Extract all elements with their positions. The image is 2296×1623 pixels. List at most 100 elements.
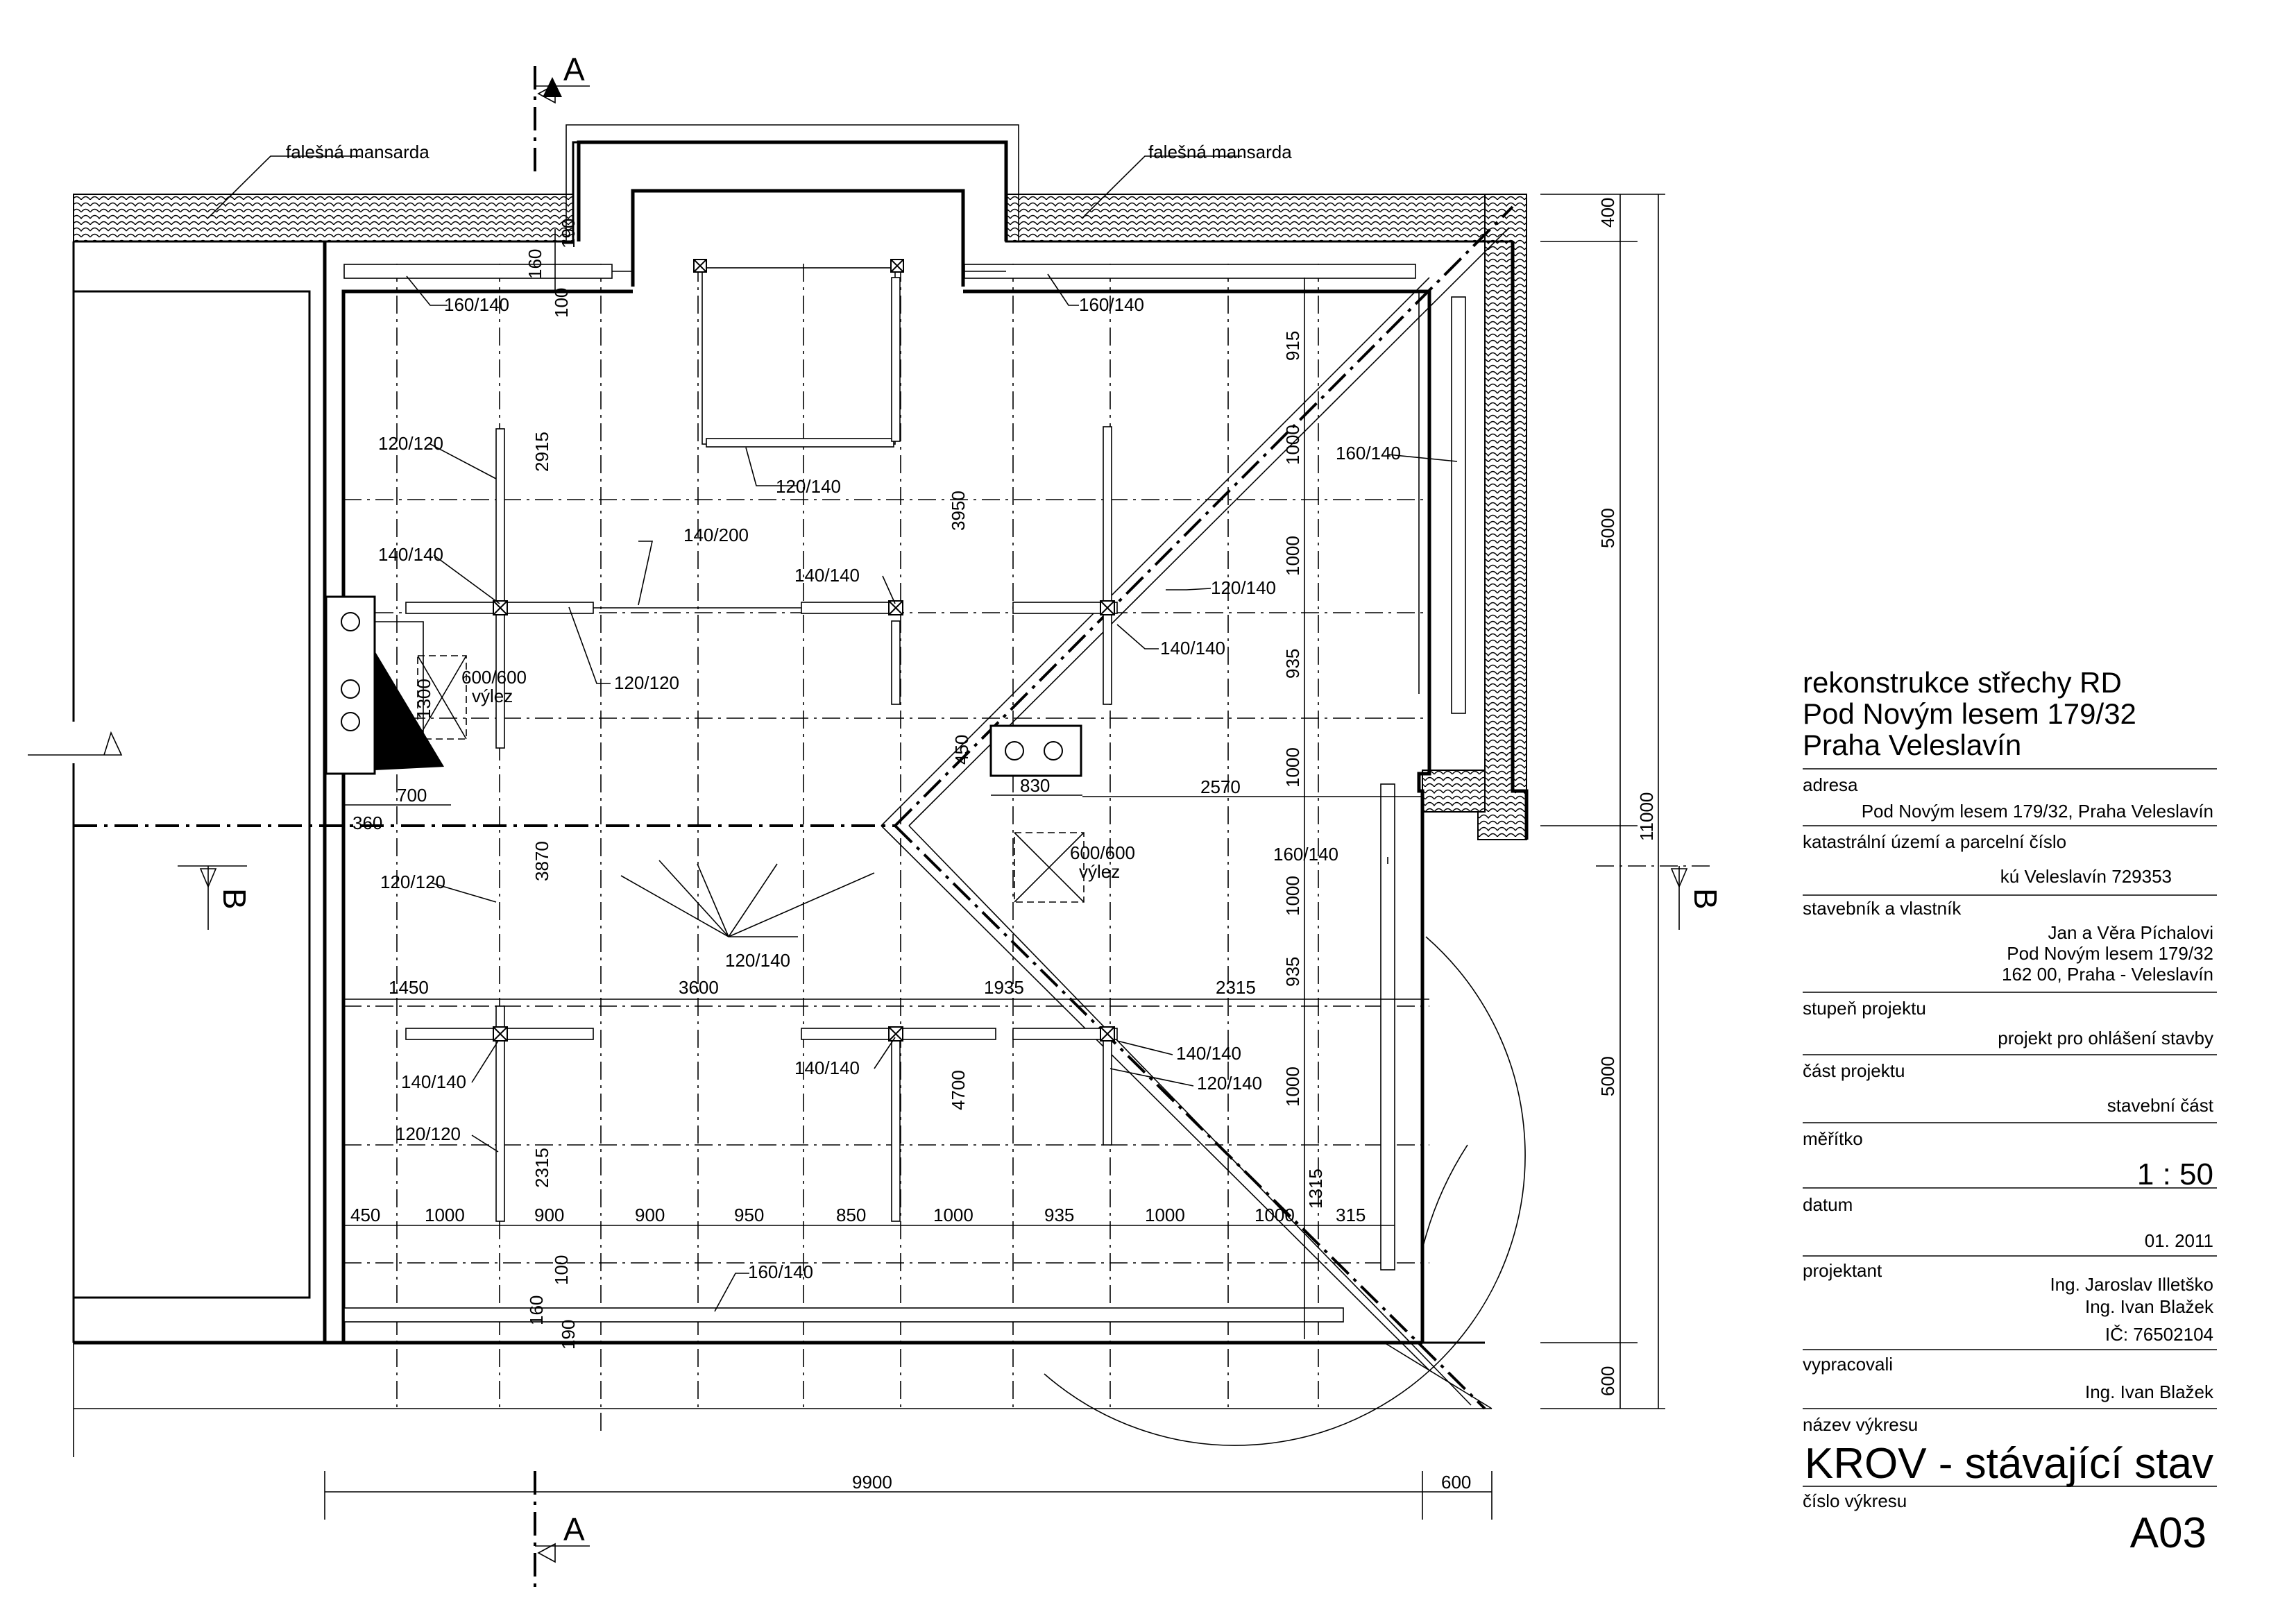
label-post-lower-left: 140/140 xyxy=(401,1071,466,1092)
door-swing-arc xyxy=(1044,936,1526,1446)
tb-owner-line3: 162 00, Praha - Veleslavín xyxy=(2002,964,2213,985)
label-beam-lower-right: 120/140 xyxy=(1197,1073,1262,1094)
roof-edge-hatching xyxy=(73,194,1527,840)
post-marker-upper-left xyxy=(493,600,508,615)
label-post-top-left: 140/140 xyxy=(378,544,443,565)
tb-stage-label: stupeň projektu xyxy=(1803,998,1926,1019)
dim-b450: 450 xyxy=(350,1205,380,1225)
dim-bot-100: 100 xyxy=(551,1255,572,1285)
label-beam-top-left: 120/120 xyxy=(378,433,443,454)
dim-r1000b: 1000 xyxy=(1282,536,1303,576)
label-plate-bottom: 160/140 xyxy=(748,1261,813,1282)
section-mark-b-left: B xyxy=(178,865,253,930)
struts xyxy=(495,426,1112,1222)
dim-v1300: 1300 xyxy=(414,679,434,719)
dim-b1000a: 1000 xyxy=(425,1205,465,1225)
tb-scale-value: 1 : 50 xyxy=(2137,1157,2213,1191)
dim-v3950: 3950 xyxy=(948,491,969,531)
tb-drawn-value: Ing. Ivan Blažek xyxy=(2085,1382,2214,1402)
dim-v2915: 2915 xyxy=(532,432,552,472)
dim-b1000d: 1000 xyxy=(1255,1205,1295,1225)
dim-b850: 850 xyxy=(836,1205,866,1225)
post-marker-dormer-left xyxy=(693,259,707,273)
false-mansard-leader-left: falešná mansarda xyxy=(207,142,430,219)
purlin-lower xyxy=(405,1028,1118,1040)
label-post-right-upper: 140/140 xyxy=(1160,638,1225,658)
tb-drawing-name-label: název výkresu xyxy=(1803,1414,1918,1435)
dim-top-160: 160 xyxy=(525,249,545,279)
hatch-left-size: 600/600 xyxy=(461,667,527,688)
dim-r935b: 935 xyxy=(1282,957,1303,987)
dim-h1935: 1935 xyxy=(984,977,1024,998)
post-marker-lower-left xyxy=(493,1026,508,1042)
tb-designer-line3: IČ: 76502104 xyxy=(2105,1324,2213,1345)
dim-o5000b: 5000 xyxy=(1597,1056,1618,1096)
dim-r1000c: 1000 xyxy=(1282,747,1303,788)
dim-r935a: 935 xyxy=(1282,649,1303,679)
tb-stage-value: projekt pro ohlášení stavby xyxy=(1998,1028,2213,1048)
purlin-upper xyxy=(405,602,1118,614)
label-post-lower-center: 140/140 xyxy=(794,1057,860,1078)
dim-v4700: 4700 xyxy=(948,1070,969,1110)
label-dormer-beam: 120/140 xyxy=(776,476,841,497)
label-beam-lower-left2: 120/120 xyxy=(396,1123,461,1144)
label-plate-top-left: 160/140 xyxy=(444,294,509,315)
dim-b1000c: 1000 xyxy=(1145,1205,1185,1225)
post-marker-lower-right xyxy=(1100,1026,1115,1042)
dim-top-100: 100 xyxy=(551,288,572,318)
dim-o5000a: 5000 xyxy=(1597,508,1618,548)
dim-b315: 315 xyxy=(1336,1205,1366,1225)
dim-v450: 450 xyxy=(951,735,972,765)
section-b-label-left: B xyxy=(216,888,253,910)
section-mark-a-bottom: A xyxy=(534,1471,590,1589)
dim-v2315: 2315 xyxy=(532,1148,552,1188)
dim-r915: 915 xyxy=(1282,331,1303,361)
dim-o600: 600 xyxy=(1597,1366,1618,1396)
post-marker-upper-center xyxy=(888,600,903,615)
label-beam-lower-center: 120/140 xyxy=(725,950,790,971)
tb-drawing-no: A03 xyxy=(2130,1509,2206,1557)
roof-hatch-left: 600/600 výlez xyxy=(417,655,527,740)
title-block: rekonstrukce střechy RD Pod Novým lesem … xyxy=(1803,666,2217,1557)
dim-v3870: 3870 xyxy=(532,841,552,881)
tb-owner-label: stavebník a vlastník xyxy=(1803,898,1962,919)
dim-h2315: 2315 xyxy=(1216,977,1256,998)
internal-dimensions: 190 160 100 2915 3950 3870 4700 2315 130… xyxy=(343,219,1429,1350)
roof-hatch-right: 600/600 výlez xyxy=(1014,832,1135,903)
hatch-left-word: výlez xyxy=(472,686,513,706)
dim-h3600: 3600 xyxy=(679,977,719,998)
hip-ridge-lines xyxy=(74,205,1514,1410)
dormer-frame xyxy=(693,259,904,448)
wall-plates xyxy=(343,264,1466,1323)
dim-h2570: 2570 xyxy=(1200,776,1241,797)
dim-h830: 830 xyxy=(1020,775,1050,796)
dim-h360: 360 xyxy=(352,813,382,833)
false-mansard-leader-right: falešná mansarda xyxy=(1082,142,1292,219)
dim-r1000d: 1000 xyxy=(1282,876,1303,916)
tb-owner-line1: Jan a Věra Píchalovi xyxy=(2048,922,2213,943)
label-plate-right-lower: 160/140 xyxy=(1273,844,1338,865)
tb-designer-line2: Ing. Ivan Blažek xyxy=(2085,1296,2214,1317)
tb-cadastre-value: kú Veleslavín 729353 xyxy=(2000,866,2172,887)
section-a-label-top: A xyxy=(563,51,585,87)
dim-r1315: 1315 xyxy=(1305,1169,1326,1209)
dim-b900a: 900 xyxy=(534,1205,564,1225)
post-marker-dormer-right xyxy=(890,259,904,273)
tb-scale-label: měřítko xyxy=(1803,1128,1863,1149)
tb-designer-line1: Ing. Jaroslav Illetško xyxy=(2050,1274,2213,1295)
dim-w9900: 9900 xyxy=(852,1472,892,1493)
label-post-lower-right: 140/140 xyxy=(1176,1043,1241,1064)
tb-cadastre-label: katastrální území a parcelní číslo xyxy=(1803,831,2066,852)
dim-b950: 950 xyxy=(734,1205,764,1225)
false-mansard-label-right: falešná mansarda xyxy=(1148,142,1292,162)
tb-project-line2: Pod Novým lesem 179/32 xyxy=(1803,697,2136,730)
dim-top-190: 190 xyxy=(558,219,579,248)
tb-drawn-label: vypracovali xyxy=(1803,1354,1893,1375)
dim-b1000b: 1000 xyxy=(933,1205,973,1225)
tb-address-value: Pod Novým lesem 179/32, Praha Veleslavín xyxy=(1862,801,2213,822)
label-post-center-upper: 140/140 xyxy=(794,565,860,586)
post-marker-lower-center xyxy=(888,1026,903,1042)
label-beam-mid-left: 120/120 xyxy=(614,672,679,693)
tb-project-line3: Praha Veleslavín xyxy=(1803,729,2021,761)
section-a-label-bottom: A xyxy=(563,1511,585,1547)
